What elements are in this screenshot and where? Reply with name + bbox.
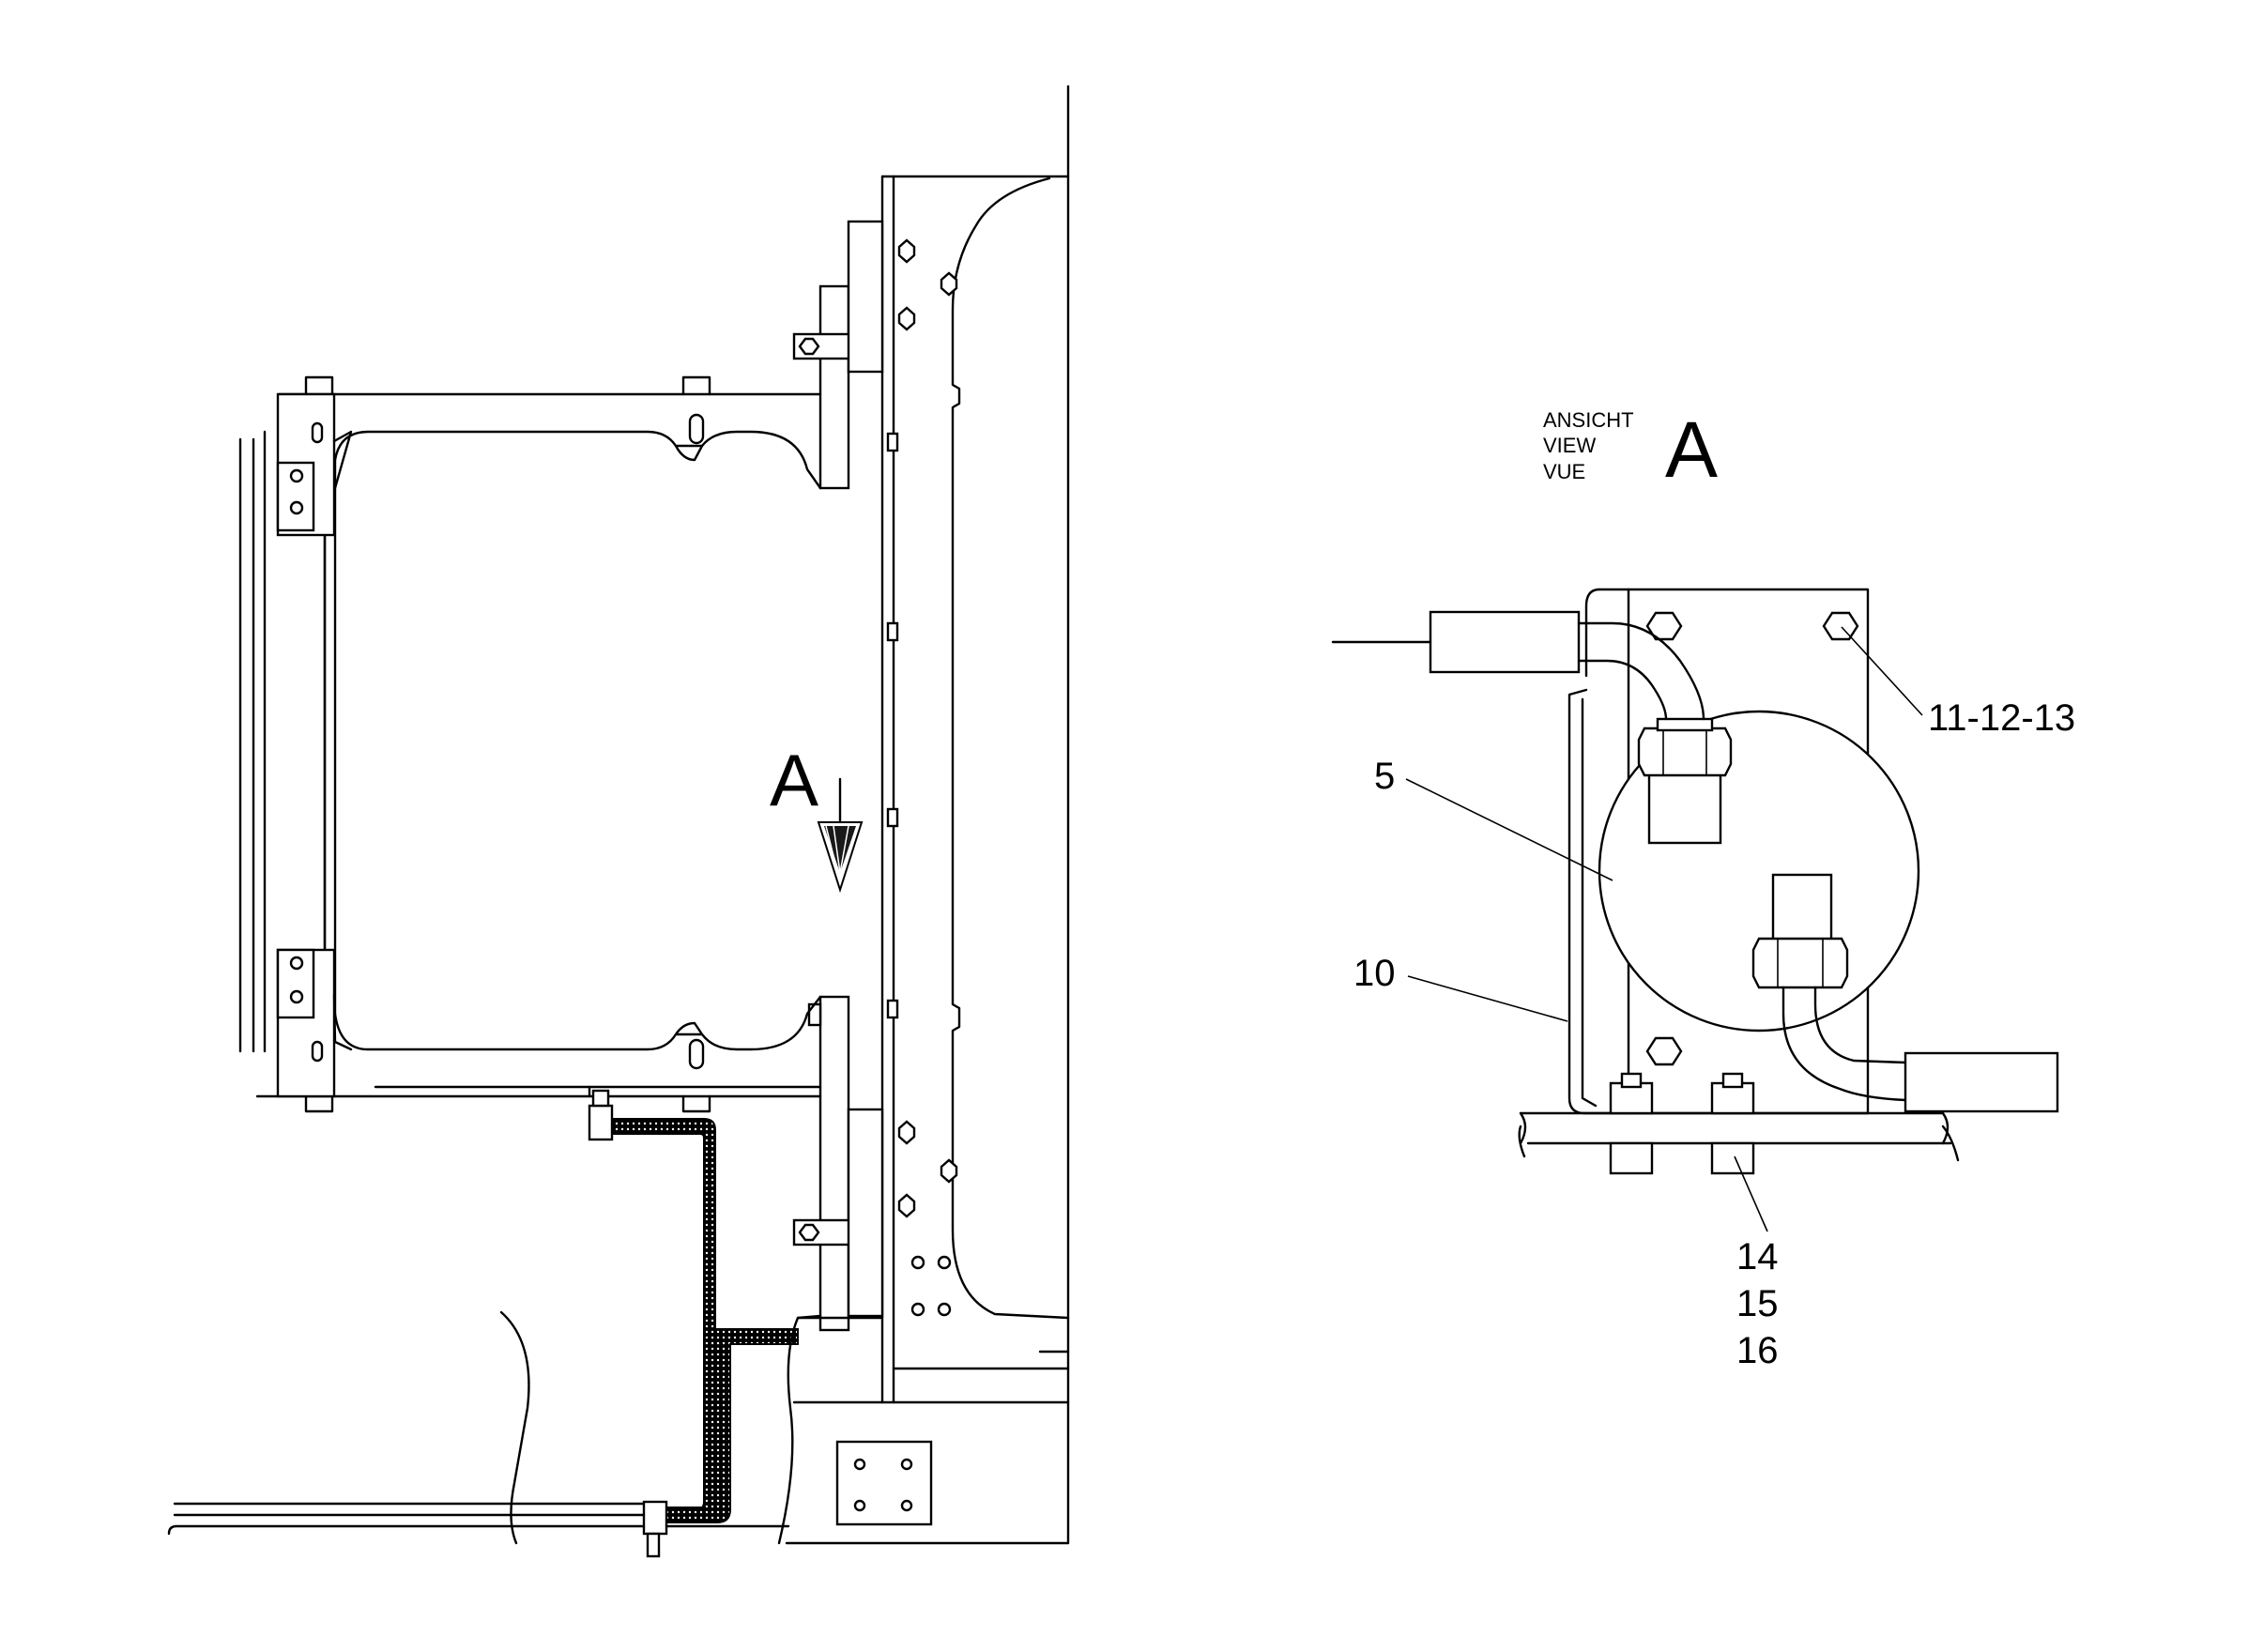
callout-5: 5 xyxy=(1374,756,1395,797)
callout-14: 14 xyxy=(1736,1236,1779,1277)
base-rail xyxy=(1518,1072,1960,1175)
callout-11-12-13: 11-12-13 xyxy=(1928,697,2075,739)
base-structure xyxy=(167,1310,1070,1545)
view-title-line-1: ANSICHT xyxy=(1543,408,1634,432)
view-title-line-3: VUE xyxy=(1543,460,1585,483)
callout-16: 16 xyxy=(1736,1330,1779,1371)
dryer-cylinder xyxy=(1598,710,1920,1032)
view-title: ANSICHT VIEW VUE A xyxy=(1543,405,1718,494)
mounting-clamps xyxy=(792,220,884,1332)
view-arrow-a: A xyxy=(770,739,864,894)
frame-rail xyxy=(880,84,1070,1545)
callouts: 5 10 11-12-13 14 15 16 xyxy=(1353,697,2075,1371)
view-title-line-2: VIEW xyxy=(1543,434,1596,457)
upper-line xyxy=(1331,610,1705,721)
leader-lines xyxy=(1405,626,1923,1232)
main-view: A xyxy=(167,84,1070,1558)
lower-line xyxy=(1781,986,2059,1113)
callout-15: 15 xyxy=(1736,1283,1779,1324)
view-marker-label: A xyxy=(770,739,818,821)
bolt-14-15-16-left xyxy=(1609,1072,1654,1175)
callout-10: 10 xyxy=(1353,953,1396,994)
cooler-frame xyxy=(238,375,822,1113)
view-title-letter: A xyxy=(1665,405,1718,494)
coolant-hose xyxy=(588,1089,799,1558)
bolt-14-15-16-right xyxy=(1710,1072,1755,1175)
detail-view-a: ANSICHT VIEW VUE A xyxy=(1331,405,2075,1371)
